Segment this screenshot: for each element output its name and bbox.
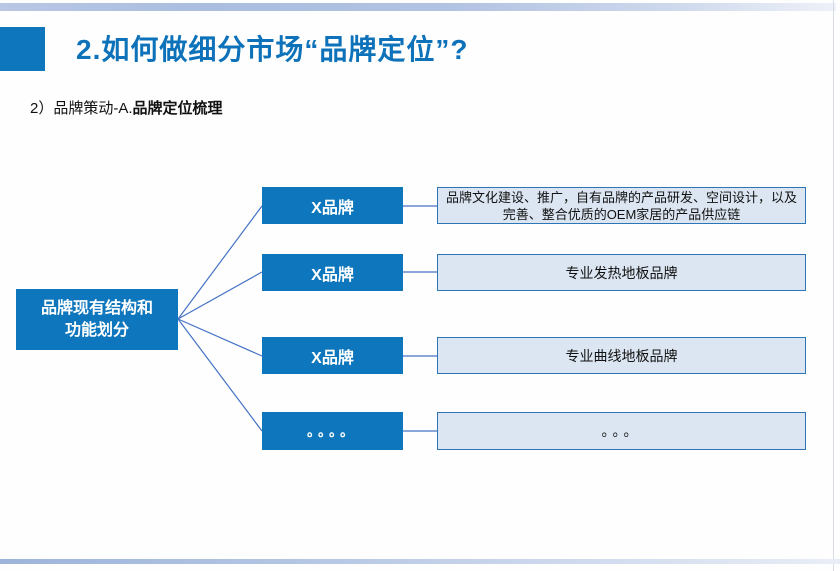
subtitle-bold: 品牌定位梳理 [132,100,223,117]
desc-node-1: 品牌文化建设、推广，自有品牌的产品研发、空间设计，以及完善、整合优质的OEM家居… [437,187,806,224]
root-node-label: 品牌现有结构和 功能划分 [40,299,153,339]
title-accent-square [0,27,45,71]
brand-node-4-ellipsis: 。。。。 [262,412,403,450]
desc-node-2: 专业发热地板品牌 [437,254,806,291]
bottom-gradient-bar [0,559,840,564]
desc-node-3: 专业曲线地板品牌 [437,337,806,374]
brand-node-3: X品牌 [262,337,403,374]
section-subtitle: 2）品牌策动-A.品牌定位梳理 [30,97,223,118]
brand-node-1: X品牌 [262,187,403,224]
subtitle-prefix: 2）品牌策动-A. [30,100,133,117]
brand-node-2: X品牌 [262,254,403,291]
top-gradient-bar [0,3,836,11]
page-title: 2.如何做细分市场“品牌定位”? [76,34,469,65]
slide-right-border [833,0,834,571]
root-node: 品牌现有结构和 功能划分 [16,289,178,350]
desc-node-4-ellipsis: 。。。 [437,412,806,450]
